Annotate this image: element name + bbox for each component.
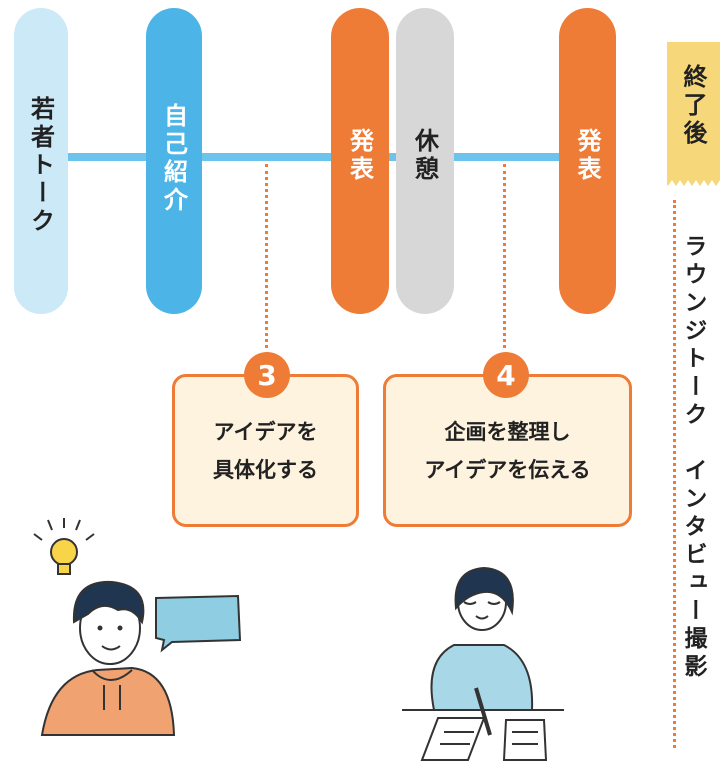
step-4-line-1: 企画を整理し [444,419,571,444]
pill-presentation-1: 発表 [331,8,389,314]
presentation-1-label: 発表 [345,128,374,184]
step-4-line-2: アイデアを伝える [424,457,591,482]
presentation-2-label: 発表 [573,128,601,184]
young-talk-label: 若者トーク [26,96,55,236]
woman-figure [402,566,564,711]
pill-self-intro: 自己紹介 [146,8,202,314]
zigzag-edge [667,178,720,186]
after-header-label: 終了後 [679,64,707,148]
step-3-line-1: アイデアを [213,419,318,444]
step-badge-4: 4 [483,352,529,398]
after-header: 終了後 [667,42,720,186]
break-label: 休憩 [410,128,439,184]
paper-icon [420,717,548,761]
after-activities: ラウンジトーク インタビュー撮影 [680,234,706,682]
man-figure [40,580,176,736]
pill-break: 休憩 [396,8,454,314]
pill-presentation-2: 発表 [559,8,616,314]
after-dotted-line [673,200,676,748]
speech-bubble-icon [155,594,242,653]
pen-icon [474,687,492,736]
step-3-line-2: 具体化する [213,457,318,482]
connector-step-4 [503,164,506,348]
connector-step-3 [265,164,268,348]
woman-illustration [402,566,564,761]
lightbulb-icon [33,518,95,575]
self-intro-label: 自己紹介 [159,103,188,215]
step-card-3: アイデアを 具体化する [172,374,359,527]
pill-young-talk: 若者トーク [14,8,68,314]
step-badge-3: 3 [244,352,290,398]
man-illustration [33,518,242,736]
timeline-line [60,153,590,161]
